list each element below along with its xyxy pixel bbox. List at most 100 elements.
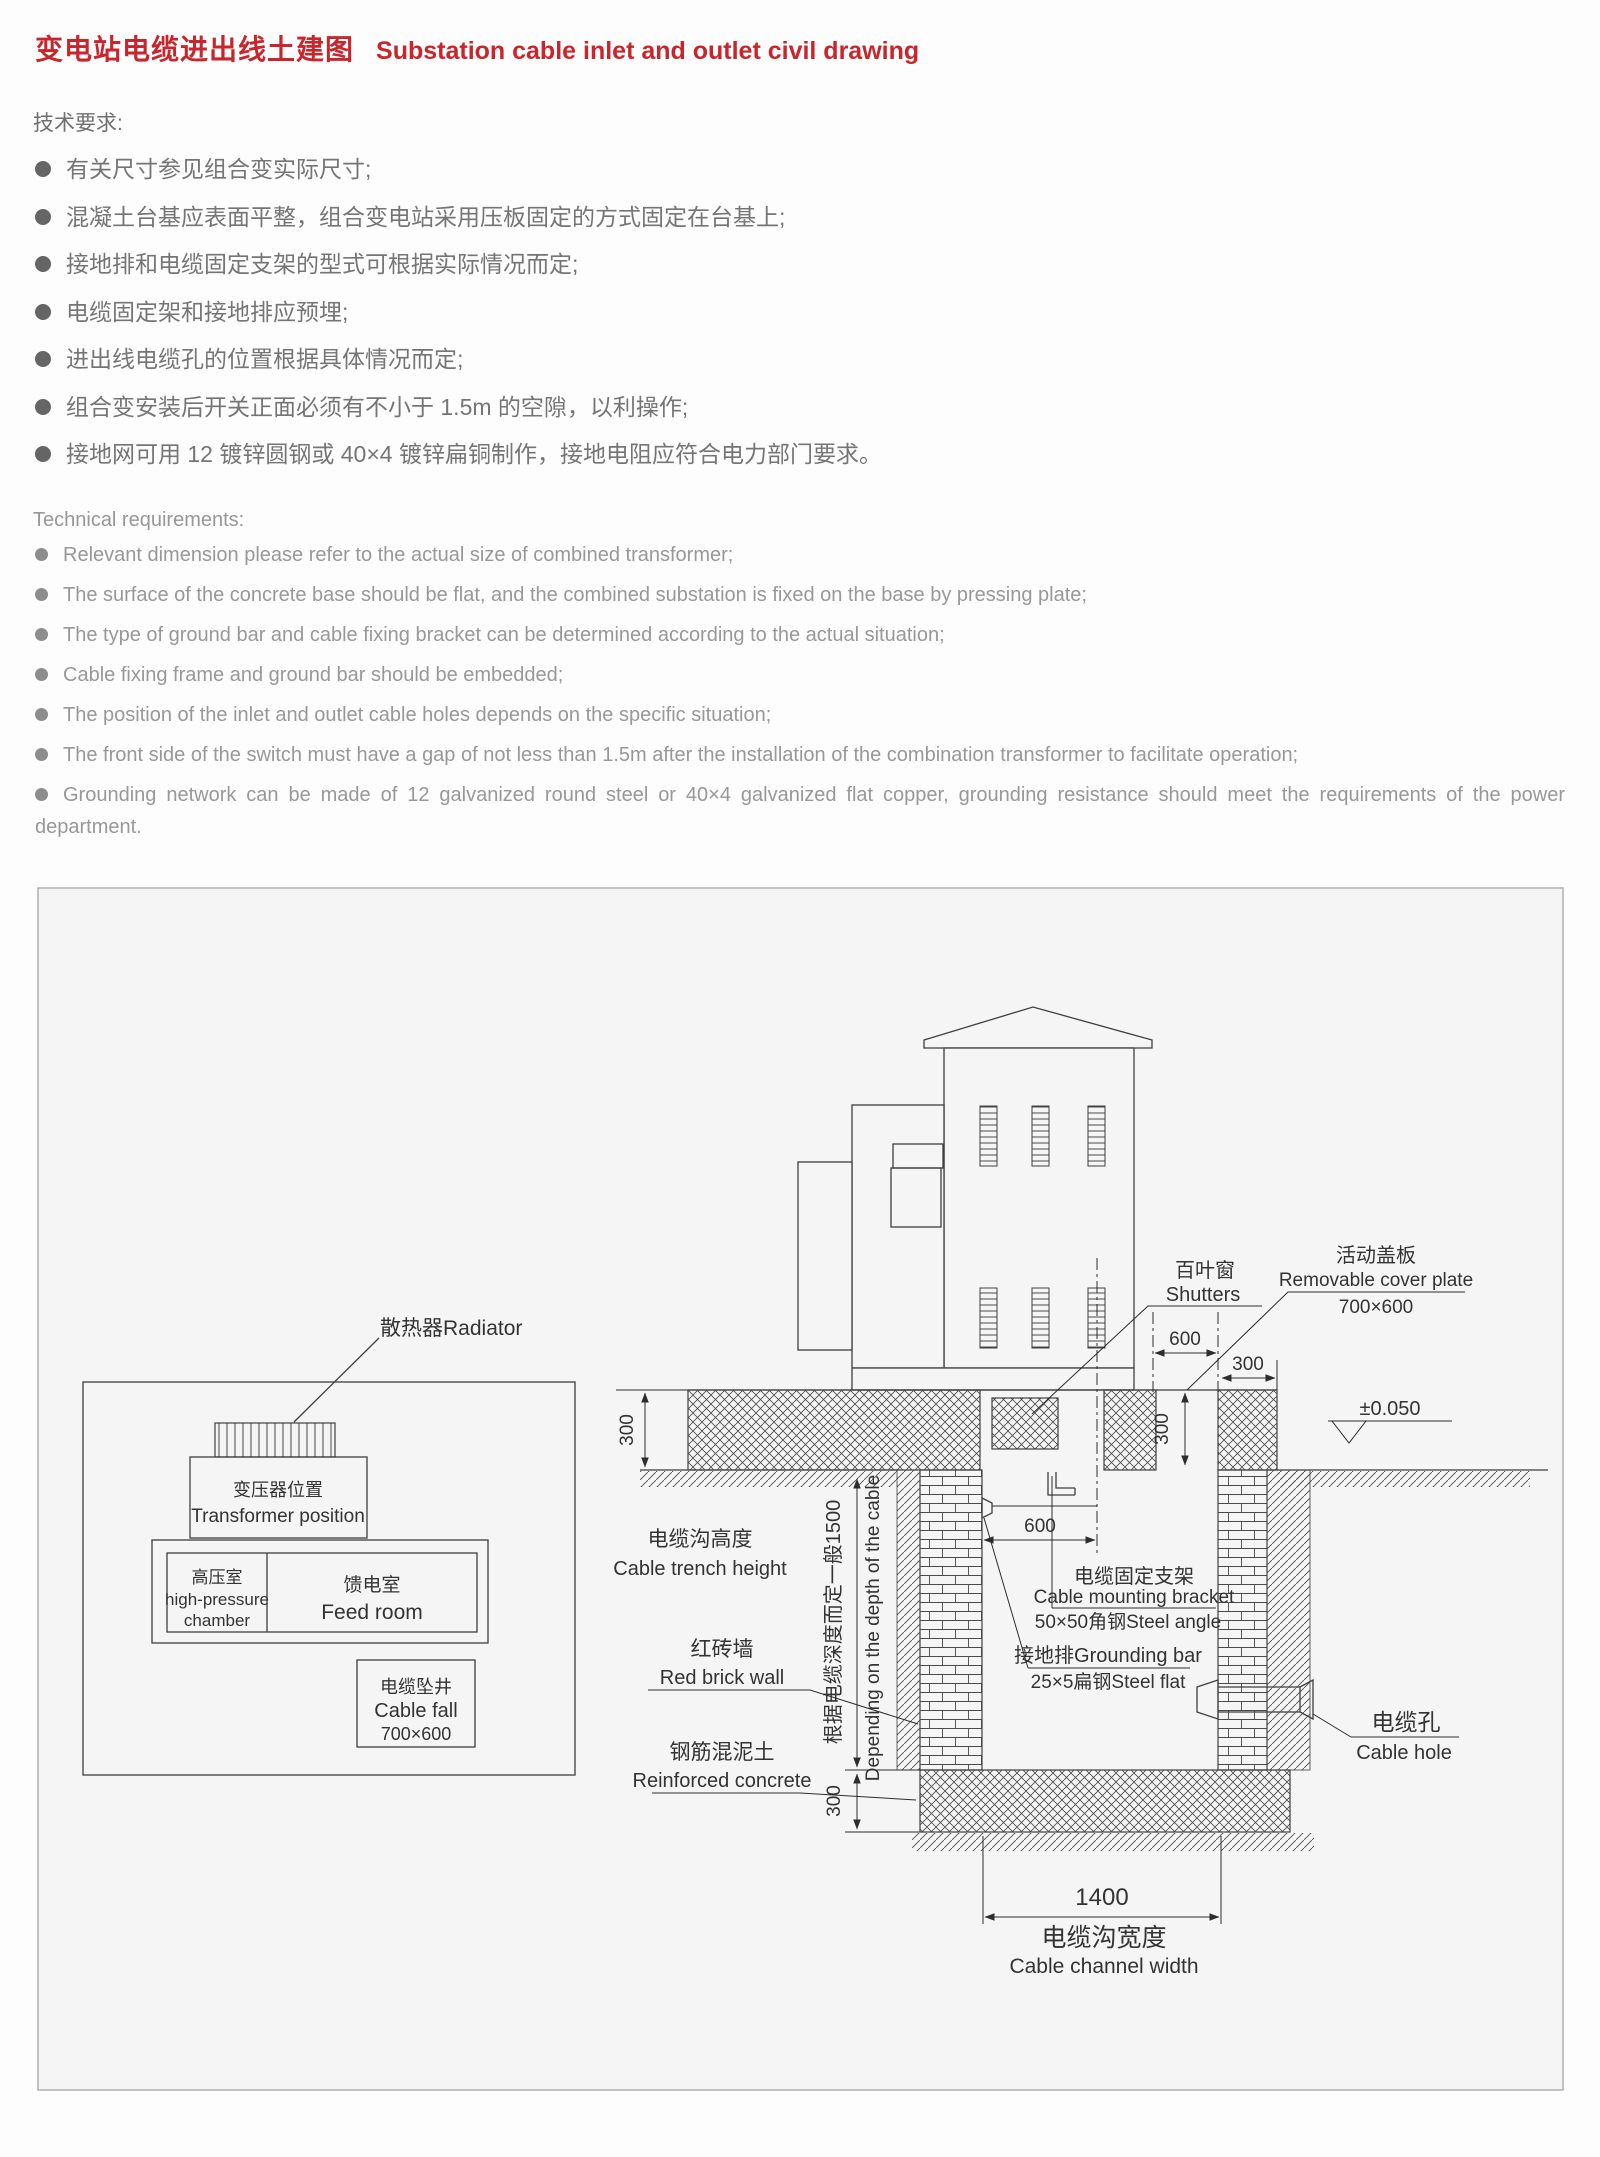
- transformer-label-zh: 变压器位置: [233, 1480, 323, 1500]
- cable-trench: [640, 1258, 1548, 1851]
- cable-hole-en: Cable hole: [1356, 1742, 1452, 1764]
- bullet-icon: [35, 398, 51, 415]
- dim-300-right-text: 300: [1152, 1413, 1173, 1445]
- cn-bullet-3: 接地排和电缆固定支架的型式可根据实际情况而定;: [35, 249, 1565, 280]
- bullet-icon: [35, 445, 51, 462]
- feed-label-en: Feed room: [321, 1601, 423, 1624]
- cable-fall-en: Cable fall: [374, 1700, 457, 1722]
- dimensions: 300 根据电缆深度而定一般1500 Depending on the dept…: [616, 1312, 1452, 1978]
- hp-label-zh: 高压室: [192, 1568, 243, 1587]
- cn-bullet-1-text: 有关尺寸参见组合变实际尺寸;: [66, 156, 372, 182]
- slab-left: [687, 1389, 981, 1471]
- grounding-bar: [981, 1496, 993, 1520]
- cn-bullet-4-text: 电缆固定架和接地排应预埋;: [66, 299, 349, 325]
- feed-label-zh: 馈电室: [343, 1574, 400, 1596]
- cn-bullet-5: 进出线电缆孔的位置根据具体情况而定;: [35, 344, 1565, 375]
- small-box-lower: [890, 1167, 942, 1228]
- cover-leader: [1186, 1291, 1465, 1391]
- slab-right: [1217, 1389, 1278, 1471]
- cn-bullet-6-text: 组合变安装后开关正面必须有不小于 1.5m 的空隙，以利操作;: [66, 394, 689, 420]
- left-brick-wall: [919, 1469, 983, 1771]
- bullet-icon: [35, 255, 51, 272]
- trench-height-zh: 电缆沟高度: [648, 1528, 753, 1551]
- radiator-leader: [293, 1337, 380, 1423]
- shutter-vent-box: [991, 1397, 1059, 1450]
- chamber-outer-box: [151, 1539, 489, 1644]
- cn-bullet-3-text: 接地排和电缆固定支架的型式可根据实际情况而定;: [66, 251, 579, 277]
- en-bullet-7-text: Grounding network can be made of 12 galv…: [35, 784, 1565, 838]
- en-bullet-1: Relevant dimension please refer to the a…: [35, 539, 1565, 571]
- far-left-block: [797, 1161, 853, 1351]
- right-soil-band: [1266, 1469, 1311, 1771]
- left-soil-band: [896, 1469, 921, 1771]
- louver-vent: [1031, 1105, 1050, 1167]
- hp-label-en2: chamber: [184, 1611, 250, 1630]
- bullet-icon: [35, 707, 48, 721]
- tech-requirements-heading-zh: 技术要求:: [33, 112, 123, 135]
- substation-building: [797, 1006, 1153, 1391]
- bullet-icon: [35, 667, 48, 681]
- bullet-icon: [35, 787, 48, 801]
- bullet-icon: [35, 587, 48, 601]
- louver-vent: [979, 1287, 998, 1349]
- bullet-icon: [35, 160, 51, 177]
- bottom-concrete-slab: [919, 1769, 1291, 1833]
- cn-bullet-5-text: 进出线电缆孔的位置根据具体情况而定;: [66, 346, 464, 372]
- en-bullet-6: The front side of the switch must have a…: [35, 739, 1565, 771]
- transformer-label-en: Transformer position: [191, 1506, 365, 1527]
- dim-1400-text: 1400: [1075, 1884, 1128, 1911]
- cable-hole-right-flange: [1299, 1678, 1314, 1721]
- civil-drawing: 散热器Radiator 变压器位置 Transformer position 高…: [37, 887, 1564, 2091]
- brick-wall-leader: [648, 1689, 919, 1725]
- cn-bullet-4: 电缆固定架和接地排应预埋;: [35, 297, 1565, 328]
- shutters-leader: [1031, 1305, 1262, 1415]
- grounding-bar-spec: 25×5扁钢Steel flat: [1031, 1671, 1186, 1693]
- bullet-icon: [35, 747, 48, 761]
- dim-1400-ext: [982, 1836, 1222, 1924]
- transformer-box: [189, 1456, 368, 1539]
- plan-view: 散热器Radiator 变压器位置 Transformer position 高…: [82, 1317, 576, 1776]
- dim-600-inner-text: 600: [1024, 1516, 1056, 1537]
- radiator-label: 散热器Radiator: [380, 1317, 522, 1340]
- soil-under-slab: [912, 1833, 1314, 1851]
- cover-zh: 活动盖板: [1336, 1244, 1416, 1267]
- trench-height-en: Cable trench height: [613, 1558, 787, 1580]
- dim-600-top-ext: [1152, 1312, 1219, 1392]
- callouts: 百叶窗 Shutters 活动盖板 Removable cover plate …: [613, 1244, 1473, 1801]
- ground-hatch-left: [640, 1471, 897, 1487]
- cn-bullet-2-text: 混凝土台基应表面平整，组合变电站采用压板固定的方式固定在台基上;: [66, 204, 786, 230]
- dim-300-top-text: 300: [1232, 1354, 1264, 1375]
- en-bullet-5: The position of the inlet and outlet cab…: [35, 699, 1565, 731]
- louver-vent: [1031, 1287, 1050, 1349]
- level-mark-triangle: [1330, 1420, 1368, 1444]
- depth-label-en: Depending on the depth of the cable: [863, 1475, 884, 1781]
- grounding-bar-leader: [983, 1517, 1029, 1669]
- bracket-en: Cable mounting bracket: [1034, 1587, 1235, 1608]
- plinth: [851, 1367, 1135, 1391]
- mounting-bracket: [1047, 1472, 1076, 1496]
- bracket-spec: 50×50角钢Steel angle: [1035, 1611, 1221, 1633]
- bullet-icon: [35, 350, 51, 367]
- cover-en: Removable cover plate: [1279, 1270, 1473, 1291]
- cable-fall-zh: 电缆坠井: [380, 1677, 452, 1697]
- concrete-zh: 钢筋混泥土: [670, 1741, 775, 1764]
- bullet-icon: [35, 208, 51, 225]
- cable-fall-box: [356, 1659, 476, 1748]
- page-title-zh: 变电站电缆进出线土建图: [35, 34, 355, 65]
- brick-wall-en: Red brick wall: [660, 1667, 784, 1689]
- channel-width-en: Cable channel width: [1009, 1955, 1198, 1978]
- dim-600-top-text: 600: [1169, 1329, 1201, 1350]
- en-bullet-4-text: Cable fixing frame and ground bar should…: [63, 664, 564, 686]
- chamber-inner-box: [166, 1552, 478, 1633]
- cable-hole-left-flange: [1196, 1679, 1219, 1720]
- channel-width-zh: 电缆沟宽度: [1041, 1924, 1166, 1952]
- en-bullet-7: Grounding network can be made of 12 galv…: [35, 779, 1565, 843]
- cn-bullet-1: 有关尺寸参见组合变实际尺寸;: [35, 154, 1565, 185]
- left-block: [851, 1104, 945, 1369]
- bullet-icon: [35, 547, 48, 561]
- cable-hole-zh: 电缆孔: [1372, 1709, 1441, 1735]
- en-bullet-6-text: The front side of the switch must have a…: [63, 744, 1299, 766]
- cable-fall-size: 700×600: [381, 1724, 452, 1744]
- right-brick-wall: [1217, 1469, 1268, 1771]
